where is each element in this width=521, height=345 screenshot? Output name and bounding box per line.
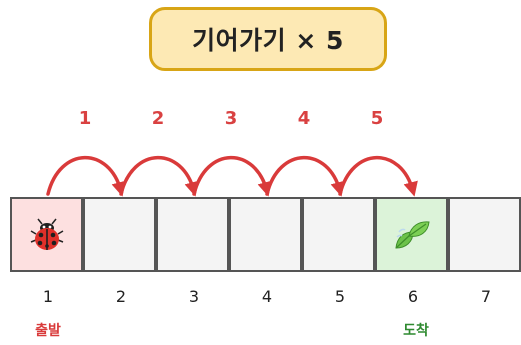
jump-number-1: 1 <box>78 108 92 129</box>
title-text: 기어가기 × 5 <box>192 26 344 55</box>
jump-number-3: 3 <box>224 108 238 129</box>
number-cell-2 <box>83 197 156 272</box>
cell-number-5: 5 <box>334 287 346 306</box>
number-cell-1 <box>10 197 83 272</box>
jump-number-4: 4 <box>297 108 311 129</box>
jump-arrow-3 <box>192 155 272 197</box>
cell-number-7: 7 <box>480 287 492 306</box>
jump-arrow-2 <box>119 155 199 197</box>
cell-number-1: 1 <box>42 287 54 306</box>
jump-arrow-4 <box>265 155 345 197</box>
jump-number-5: 5 <box>370 108 384 129</box>
jump-arrow-1 <box>46 155 126 197</box>
start-label: 출발 <box>35 323 61 339</box>
end-label: 도착 <box>403 323 429 339</box>
number-cell-5 <box>302 197 375 272</box>
title-box: 기어가기 × 5 <box>149 7 387 71</box>
cell-number-6: 6 <box>407 287 419 306</box>
number-cell-6 <box>375 197 448 272</box>
jump-arrow-5 <box>338 155 418 197</box>
cell-number-2: 2 <box>115 287 127 306</box>
cell-number-4: 4 <box>261 287 273 306</box>
number-cell-7 <box>448 197 521 272</box>
cell-number-3: 3 <box>188 287 200 306</box>
leaf-icon <box>394 220 430 249</box>
ladybug-icon <box>30 218 63 250</box>
jump-number-2: 2 <box>151 108 165 129</box>
number-cell-3 <box>156 197 229 272</box>
number-cell-4 <box>229 197 302 272</box>
